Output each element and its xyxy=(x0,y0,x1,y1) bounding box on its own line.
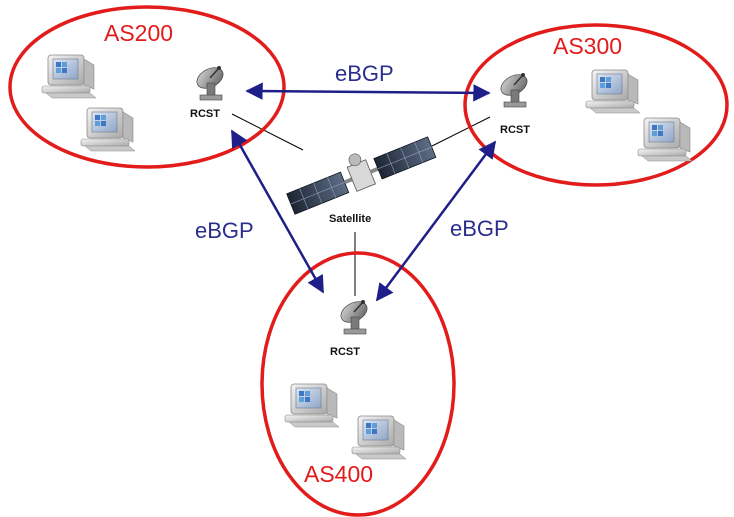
as400-label: AS400 xyxy=(304,461,373,487)
as400-rcst-label: RCST xyxy=(330,346,360,358)
as400-rcst-dish-icon xyxy=(336,296,372,335)
satellite-icon xyxy=(286,136,437,215)
ebgp-label-as200-as400: eBGP xyxy=(195,218,254,243)
as400-host-2-desktop-computer-icon xyxy=(351,415,407,460)
ebgp-link-as200-as300 xyxy=(245,82,491,102)
ebgp-link-as300-as400 xyxy=(375,140,497,302)
as200-host-2-desktop-computer-icon xyxy=(80,107,136,152)
ebgp-label-as300-as400: eBGP xyxy=(450,216,509,241)
as300-rcst-label: RCST xyxy=(500,124,530,136)
as200-rcst-dish-icon xyxy=(192,62,228,101)
as200-rcst-label: RCST xyxy=(190,108,220,120)
satellite-label: Satellite xyxy=(329,213,371,225)
as200-label: AS200 xyxy=(104,20,173,46)
ebgp-label-as200-as300: eBGP xyxy=(335,61,394,86)
ebgp-link-as200-as400 xyxy=(230,129,325,294)
as300-host-1-desktop-computer-icon xyxy=(585,69,641,114)
as300-rcst-dish-icon xyxy=(496,69,532,108)
as300-host-2-desktop-computer-icon xyxy=(637,117,693,162)
as200-host-1-desktop-computer-icon xyxy=(41,54,97,99)
as400-boundary xyxy=(260,251,456,517)
as400-host-1-desktop-computer-icon xyxy=(284,383,340,428)
as300-label: AS300 xyxy=(553,33,622,59)
as300-boundary xyxy=(463,23,729,187)
